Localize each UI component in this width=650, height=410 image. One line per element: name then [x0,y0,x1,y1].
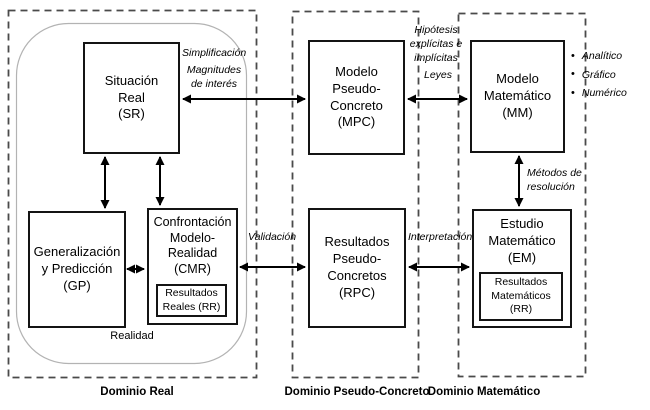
domain-pseudo-concreto-boundary [291,10,420,379]
realidad-region-label: Realidad [110,330,154,342]
bullet-item-analitico: • Analítico [571,50,627,64]
bullet-icon: • [571,86,575,99]
bullet-icon: • [571,50,575,62]
box-situacion-real: Situación Real (SR) [83,42,180,154]
box-confrontacion-modelo-realidad-label: Confrontación Modelo- Realidad (CMR) [153,215,232,276]
bullet-item-label: Analítico [581,50,623,63]
annotation-simplificacion: Simplificación [182,47,247,59]
box-modelo-pseudo-concreto: Modelo Pseudo- Concreto (MPC) [308,40,405,155]
annotation-magnitudes-de-interes: Magnitudes de interés [186,64,242,90]
domain-real-boundary [7,9,258,379]
bullet-item-label: Gráfico [581,68,616,81]
box-modelo-matematico-label: Modelo Matemático (MM) [483,71,552,120]
annotation-metodos-de-resolucion: Métodos de resolución [527,167,582,193]
box-modelo-matematico: Modelo Matemático (MM) [470,40,565,153]
box-resultados-pseudo-concretos-label: Resultados Pseudo- Concretos (RPC) [324,234,390,300]
box-resultados-pseudo-concretos: Resultados Pseudo- Concretos (RPC) [308,208,406,328]
bullet-item-numerico: • Numérico [571,87,627,101]
annotation-hipotesis: Hipótesis explícitas e implícitas [409,24,463,64]
mm-methods-bullet-list: • Analítico • Gráfico • Numérico [571,50,627,105]
annotation-interpretacion: Interpretación [408,231,473,243]
domain-pseudo-concreto-label: Dominio Pseudo-Concreto [284,386,430,398]
domain-matematico-boundary [457,12,587,378]
box-resultados-reales: Resultados Reales (RR) [156,284,227,317]
box-confrontacion-modelo-realidad: Confrontación Modelo- Realidad (CMR) Res… [147,208,238,325]
annotation-validacion: Validación [248,231,297,243]
domain-real-label: Dominio Real [100,386,174,398]
box-generalizacion-prediccion-label: Generalización y Predicción (GP) [33,244,121,293]
bullet-item-label: Numérico [581,86,627,99]
domain-matematico-label: Dominio Matemático [427,386,541,398]
box-resultados-reales-label: Resultados Reales (RR) [162,286,221,313]
annotation-leyes: Leyes [424,69,453,81]
box-generalizacion-prediccion: Generalización y Predicción (GP) [28,211,126,328]
box-situacion-real-label: Situación Real (SR) [104,72,159,122]
box-estudio-matematico: Estudio Matemático (EM) Resultados Matem… [472,209,572,328]
box-resultados-matematicos-label: Resultados Matemáticos (RR) [491,276,551,316]
box-modelo-pseudo-concreto-label: Modelo Pseudo- Concreto (MPC) [330,63,383,130]
box-estudio-matematico-label: Estudio Matemático (EM) [488,216,556,265]
box-resultados-matematicos: Resultados Matemáticos (RR) [479,272,563,321]
realidad-region-outline [15,22,248,365]
bullet-item-grafico: • Gráfico [571,68,627,82]
bullet-icon: • [571,68,575,81]
